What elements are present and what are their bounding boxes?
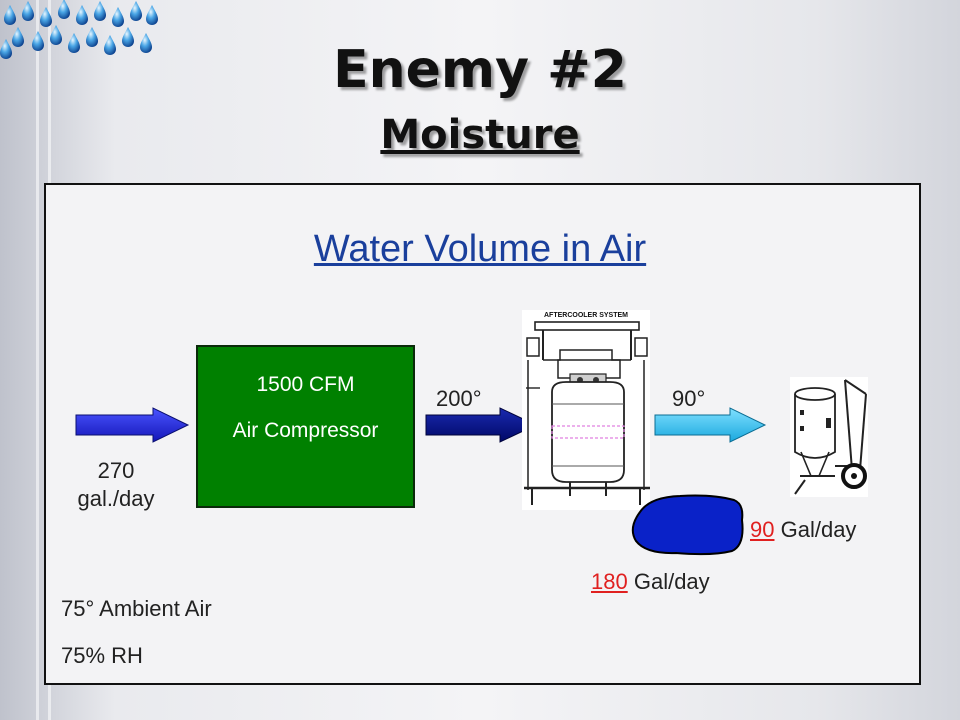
ambient-rh-label: 75% RH <box>61 643 143 668</box>
slide-subtitle: Moisture <box>380 112 580 158</box>
inlet-arrow <box>75 407 190 443</box>
removed-water-label: 180 Gal/day <box>591 569 710 595</box>
inlet-rate-label: 270 gal./day <box>77 458 155 511</box>
compressor-name: Air Compressor <box>232 419 379 442</box>
aftercooler-label: AFTERCOOLER SYSTEM <box>544 312 628 319</box>
air-compressor-box: 1500 CFM Air Compressor <box>196 345 415 508</box>
aftercooler-illustration: AFTERCOOLER SYSTEM <box>522 310 650 510</box>
hot-temp-label: 200° <box>436 386 482 411</box>
ambient-temp-label: 75° Ambient Air <box>61 596 212 621</box>
removed-water-amount: 180 <box>591 569 628 594</box>
remaining-water-label: 90 Gal/day <box>750 517 856 543</box>
cool-air-arrow <box>654 407 767 443</box>
diagram-heading: Water Volume in Air <box>313 228 647 270</box>
blast-pot-illustration <box>790 377 868 497</box>
remaining-water-amount: 90 <box>750 517 775 542</box>
slide-title: Enemy #2 <box>333 40 627 100</box>
cool-temp-label: 90° <box>672 386 706 411</box>
water-puddle <box>631 494 744 556</box>
compressor-capacity: 1500 CFM <box>256 373 355 396</box>
hot-air-arrow <box>425 407 538 443</box>
remaining-water-unit: Gal/day <box>780 517 857 542</box>
removed-water-unit: Gal/day <box>633 569 710 594</box>
